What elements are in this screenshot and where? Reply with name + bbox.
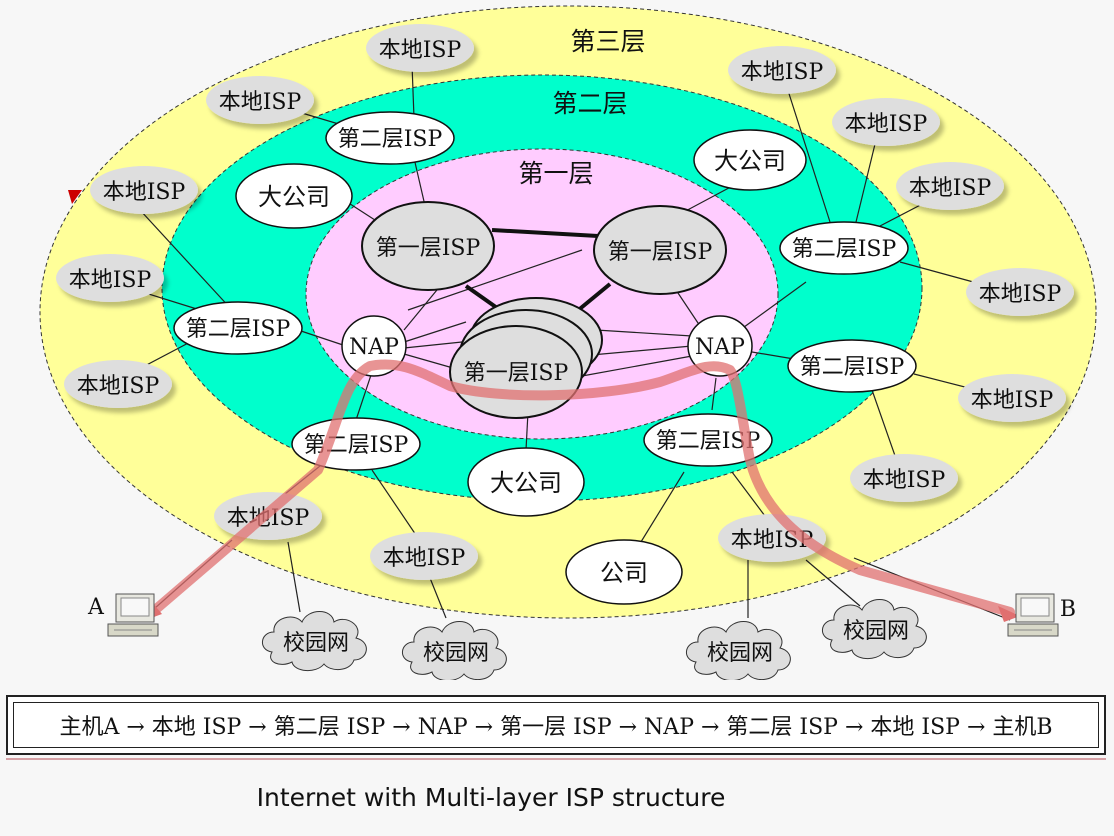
host-a-label: A: [87, 595, 105, 620]
svg-text:本地ISP: 本地ISP: [383, 546, 466, 571]
svg-text:本地ISP: 本地ISP: [845, 112, 928, 137]
svg-text:校园网: 校园网: [283, 631, 349, 656]
svg-text:NAP: NAP: [695, 335, 745, 360]
tier2-isp-node[interactable]: 第二层ISP: [325, 111, 455, 165]
marker-icon: [68, 190, 82, 204]
svg-text:校园网: 校园网: [843, 619, 909, 644]
local-isp-node[interactable]: 本地ISP: [728, 46, 836, 94]
svg-text:第二层ISP: 第二层ISP: [800, 355, 905, 380]
svg-text:校园网: 校园网: [707, 641, 773, 666]
local-isp-node[interactable]: 本地ISP: [56, 254, 164, 302]
campus-net-node[interactable]: 校园网: [686, 621, 791, 681]
svg-text:本地ISP: 本地ISP: [103, 180, 186, 205]
route-underline: [6, 758, 1106, 760]
route-path: [143, 359, 1015, 621]
svg-text:本地ISP: 本地ISP: [69, 268, 152, 293]
figure-caption: Internet with Multi-layer ISP structure: [256, 783, 726, 812]
route-arrowhead-b: [998, 606, 1020, 622]
big-company-node[interactable]: 大公司: [467, 447, 585, 517]
svg-text:第二层ISP: 第二层ISP: [338, 127, 443, 152]
host-b-computer-icon[interactable]: [1007, 593, 1059, 637]
svg-text:大公司: 大公司: [714, 147, 786, 175]
nap-node[interactable]: NAP: [687, 315, 753, 377]
local-isp-node[interactable]: 本地ISP: [64, 360, 172, 408]
tier1-isp-node[interactable]: 第一层ISP: [593, 205, 727, 295]
local-isp-node[interactable]: 本地ISP: [832, 98, 940, 146]
local-isp-node[interactable]: 本地ISP: [206, 76, 314, 124]
svg-text:第二层ISP: 第二层ISP: [792, 237, 897, 262]
campus-net-node[interactable]: 校园网: [822, 599, 927, 659]
tier2-isp-node[interactable]: 第二层ISP: [291, 417, 421, 471]
svg-text:本地ISP: 本地ISP: [219, 90, 302, 115]
route-summary-text: 主机A → 本地 ISP → 第二层 ISP → NAP → 第一层 ISP →…: [13, 702, 1099, 748]
local-isp-nodes: 本地ISP 本地ISP 本地ISP 本地ISP 本地ISP 本地ISP 本地IS…: [56, 24, 1074, 580]
svg-text:本地ISP: 本地ISP: [909, 176, 992, 201]
host-a-computer-icon[interactable]: [107, 593, 159, 637]
route-summary-box: 主机A → 本地 ISP → 第二层 ISP → NAP → 第一层 ISP →…: [6, 695, 1106, 755]
tier3-label: 第三层: [570, 27, 645, 56]
svg-text:NAP: NAP: [349, 335, 399, 360]
local-isp-node[interactable]: 本地ISP: [958, 374, 1066, 422]
svg-text:第二层ISP: 第二层ISP: [186, 317, 291, 342]
campus-net-node[interactable]: 校园网: [262, 611, 367, 671]
local-isp-node[interactable]: 本地ISP: [966, 268, 1074, 316]
svg-text:本地ISP: 本地ISP: [971, 388, 1054, 413]
big-company-node[interactable]: 大公司: [235, 163, 353, 229]
host-b-label: B: [1060, 597, 1076, 622]
local-isp-node[interactable]: 本地ISP: [850, 454, 958, 502]
tier2-label: 第二层: [552, 89, 627, 118]
tier2-isp-node[interactable]: 第二层ISP: [787, 339, 917, 393]
svg-text:第一层ISP: 第一层ISP: [608, 240, 713, 265]
svg-text:校园网: 校园网: [423, 641, 489, 666]
svg-text:本地ISP: 本地ISP: [77, 374, 160, 399]
local-isp-node[interactable]: 本地ISP: [90, 166, 198, 214]
big-company-node[interactable]: 大公司: [693, 129, 807, 191]
local-isp-node[interactable]: 本地ISP: [366, 24, 474, 72]
tier1-isp-node[interactable]: 第一层ISP: [361, 201, 495, 291]
svg-text:第一层ISP: 第一层ISP: [464, 361, 569, 386]
svg-text:大公司: 大公司: [258, 183, 330, 211]
tier2-isp-node[interactable]: 第二层ISP: [173, 301, 303, 355]
svg-text:大公司: 大公司: [490, 469, 562, 497]
tier2-isp-node[interactable]: 第二层ISP: [779, 221, 909, 275]
svg-text:本地ISP: 本地ISP: [979, 282, 1062, 307]
local-isp-node[interactable]: 本地ISP: [896, 162, 1004, 210]
svg-text:公司: 公司: [600, 559, 648, 587]
campus-net-node[interactable]: 校园网: [402, 621, 507, 681]
svg-text:本地ISP: 本地ISP: [863, 468, 946, 493]
local-isp-node[interactable]: 本地ISP: [370, 532, 478, 580]
isp-diagram: 第三层 第二层 第一层: [39, 5, 1097, 681]
svg-text:本地ISP: 本地ISP: [379, 38, 462, 63]
tier1-label: 第一层: [518, 159, 593, 188]
tier1-backbone: [464, 228, 612, 314]
svg-text:第一层ISP: 第一层ISP: [376, 236, 481, 261]
svg-text:本地ISP: 本地ISP: [741, 60, 824, 85]
company-node[interactable]: 公司: [565, 539, 683, 605]
